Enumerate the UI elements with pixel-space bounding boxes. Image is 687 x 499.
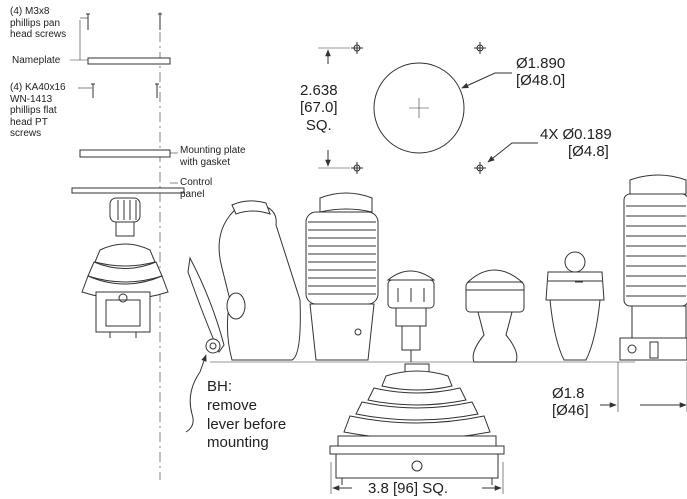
- mounting-plate-callout: Mounting plate with gasket: [180, 145, 246, 168]
- control-panel-part: [71, 187, 185, 194]
- crosshair-mark: [474, 42, 486, 54]
- dim-suffix: SQ.: [305, 116, 332, 134]
- pan-screws-callout: (4) M3x8 phillips pan head screws: [10, 6, 66, 41]
- square-dimension: 2.638 [67.0] SQ.: [300, 82, 338, 134]
- dim-inch: 2.638: [300, 82, 338, 99]
- tall-ribbed-handle: [305, 192, 379, 361]
- pt-screw: [155, 83, 159, 98]
- callout-line: WN-1413: [10, 93, 53, 105]
- dim-inch: 4X Ø0.189: [540, 126, 612, 143]
- control-panel-callout: Control panel: [180, 177, 212, 200]
- crosshair-mark: [474, 162, 486, 174]
- base-square-dimension: 3.8 [96] SQ.: [368, 480, 449, 497]
- note-line: mounting: [207, 434, 269, 452]
- boot-diameter-dimension: Ø1.8 [Ø46]: [552, 385, 589, 420]
- bh-note: BH: remove lever before mounting: [207, 378, 286, 453]
- pt-screw: [91, 83, 95, 98]
- callout-line: Control: [180, 177, 213, 188]
- callout-line: head PT: [10, 116, 48, 128]
- handle-options: [187, 174, 687, 485]
- mounting-plate-part: [79, 149, 171, 158]
- callout-line: phillips pan: [10, 17, 61, 29]
- dim-inch: Ø1.890: [516, 55, 566, 72]
- pt-screws-callout: (4) KA40x16 WN-1413 phillips flat head P…: [10, 82, 66, 140]
- dim-inch: Ø1.8: [552, 385, 585, 402]
- tall-right-handle: [619, 174, 687, 361]
- ball-top-handle: [545, 251, 605, 361]
- exploded-assembly: [70, 12, 185, 480]
- pan-screw: [86, 13, 90, 30]
- main-boot: [329, 363, 505, 485]
- knob-handle: [386, 270, 436, 362]
- dimension-lines: [185, 354, 687, 494]
- hole-pattern: [318, 42, 538, 174]
- screw-holes-dimension: 4X Ø0.189 [Ø4.8]: [540, 126, 612, 161]
- callout-line: phillips flat: [10, 105, 57, 116]
- callout-line: with gasket: [180, 156, 231, 168]
- callout-line: head screws: [10, 29, 67, 40]
- mushroom-handle: [465, 269, 525, 363]
- nameplate-part: [87, 57, 171, 65]
- small-boot: [81, 243, 169, 300]
- dim-mm: [Ø4.8]: [568, 143, 609, 161]
- dim-mm: [Ø48.0]: [516, 72, 566, 90]
- bh-handle: [187, 200, 301, 361]
- dim-mm: [Ø46]: [552, 402, 589, 420]
- center-hole: [373, 62, 465, 154]
- note-line: lever before: [207, 415, 287, 433]
- crosshair-mark: [351, 42, 363, 54]
- callout-line: panel: [180, 188, 205, 200]
- pan-screw: [158, 13, 162, 30]
- callout-line: Mounting plate: [180, 145, 246, 156]
- callout-line: (4) KA40x16: [10, 82, 66, 93]
- callout-line: screws: [10, 128, 42, 139]
- hole-diameter-dimension: Ø1.890 [Ø48.0]: [516, 55, 565, 90]
- crosshair-mark: [351, 162, 363, 174]
- small-knob: [109, 197, 141, 237]
- callout-line: (4) M3x8: [10, 6, 50, 17]
- nameplate-label: Nameplate: [12, 55, 61, 66]
- small-base: [95, 291, 151, 338]
- note-line: BH:: [207, 378, 233, 395]
- note-line: remove: [207, 396, 258, 414]
- dim-mm: [67.0]: [300, 99, 338, 117]
